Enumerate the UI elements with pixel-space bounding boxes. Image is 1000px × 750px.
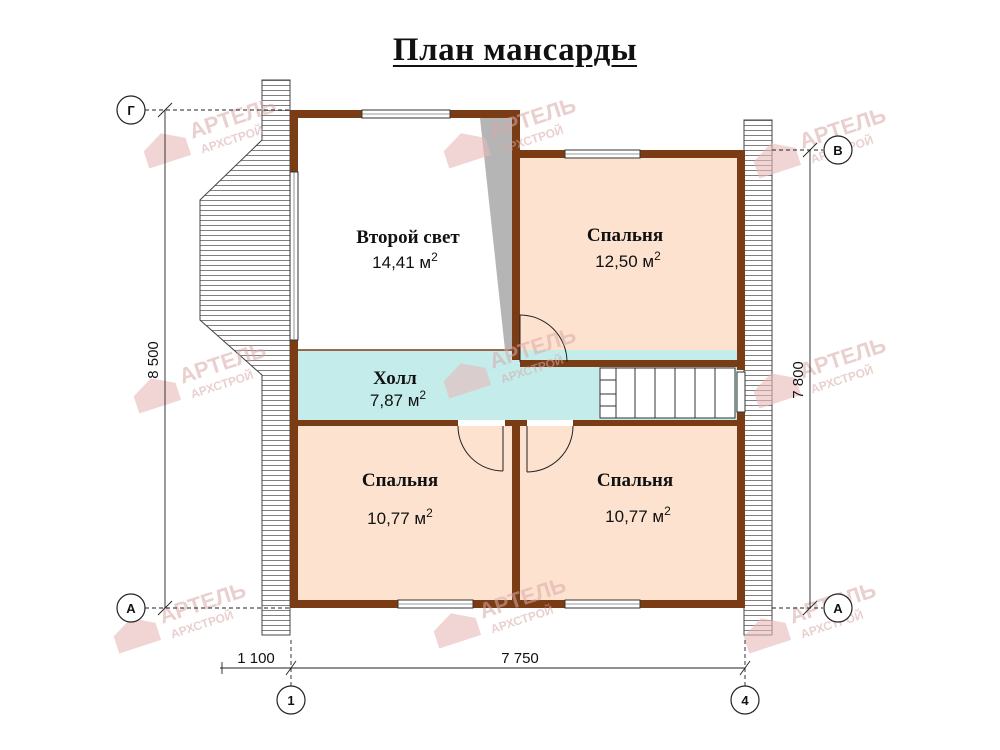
bedroom-top-right-name: Спальня: [587, 225, 663, 246]
second-light-area: 14,41 м2: [372, 250, 438, 272]
axis-label-g: Г: [127, 103, 135, 118]
hall-name: Холл: [373, 368, 417, 389]
dimension-height-left: 8 500: [145, 341, 162, 379]
bedroom-top-right-area: 12,50 м2: [595, 249, 661, 271]
bedroom-bottom-right-room: [520, 426, 737, 600]
axis-label-v: В: [833, 143, 842, 158]
axis-label-a-left: А: [126, 601, 136, 616]
second-light-shade: [480, 118, 512, 350]
dimension-width-overhang: 1 100: [237, 650, 275, 667]
bedroom-top-right-room: [520, 158, 737, 362]
doors: [457, 314, 574, 473]
plan-title: План мансарды: [392, 32, 638, 68]
axis-label-a-right: А: [833, 601, 843, 616]
second-light-name: Второй свет: [356, 227, 460, 248]
axis-label-1: 1: [287, 693, 294, 708]
axis-label-4: 4: [741, 693, 749, 708]
dimension-width-main: 7 750: [501, 650, 539, 667]
bedroom-bottom-left-area: 10,77 м2: [367, 506, 433, 528]
staircase: [599, 367, 736, 419]
hall-area: 7,87 м2: [370, 388, 427, 410]
bedroom-bottom-left-name: Спальня: [362, 470, 438, 491]
bedroom-bottom-right-name: Спальня: [597, 470, 673, 491]
bedroom-bottom-right-area: 10,77 м2: [605, 504, 671, 526]
bedroom-bottom-left-room: [298, 426, 512, 600]
axis-markers: [116, 95, 853, 715]
dimension-lines: [145, 102, 823, 690]
dimension-height-right: 7 800: [790, 361, 807, 399]
